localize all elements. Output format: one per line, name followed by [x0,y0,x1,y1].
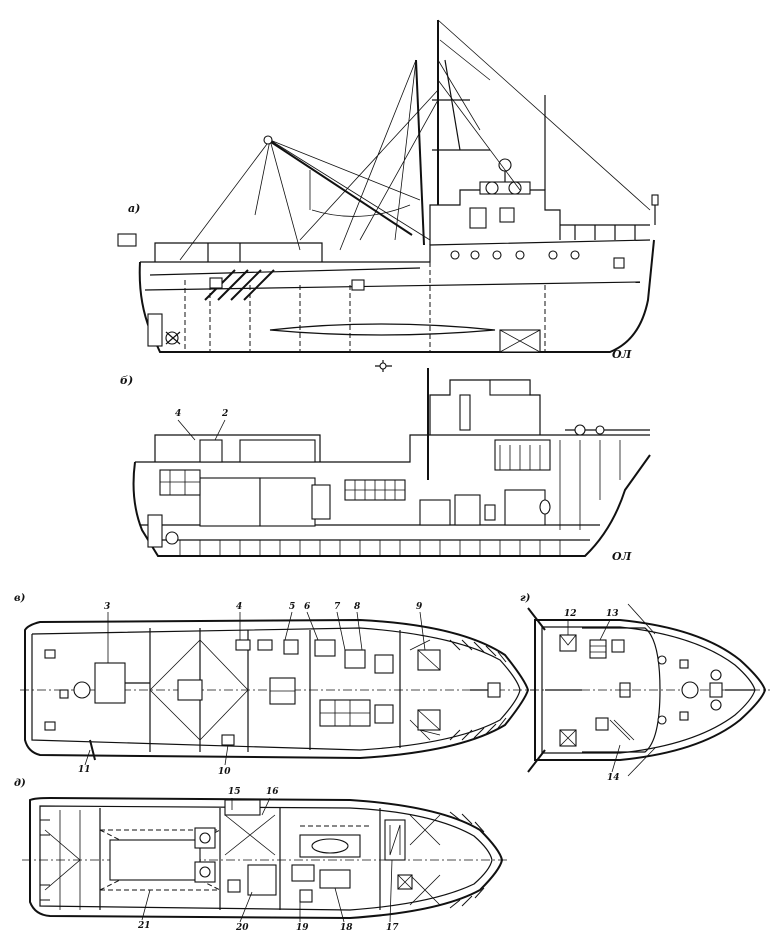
callout-17: 17 [386,923,399,932]
portholes [450,250,580,260]
callout-4: 4 [236,602,242,612]
callout-13: 13 [606,609,619,619]
callout-8: 8 [354,602,361,612]
callout-16: 16 [266,787,279,797]
side-elevation-view: a) [117,19,659,372]
callout-18: 18 [340,923,353,932]
callout-21: 21 [137,921,151,931]
view-label-a: a) [128,202,140,215]
callout-1: 4 [175,409,181,419]
view-label-d: д) [14,778,26,789]
callout-6: 6 [304,602,311,612]
callout-9: 9 [416,602,423,612]
upper-deck-plan-view: в) [14,593,535,777]
callout-2: 2 [221,409,228,419]
hold-plan-view: д) 15 16 1 [14,778,510,932]
longitudinal-section-view: б) [120,368,651,563]
callouts-deck-plan: 3 4 5 6 7 8 9 10 11 [78,602,426,777]
callout-7: 7 [334,602,341,612]
callout-12: 12 [564,609,577,619]
callout-11: 11 [78,765,91,775]
baseline-label-b: ОЛ [612,550,633,563]
callout-3: 3 [104,602,110,612]
view-label-g: г) [520,593,531,604]
callout-10: 10 [218,767,231,777]
callout-15: 15 [228,787,241,797]
view-label-b: б) [120,374,133,387]
forecastle-plan-view: г) 12 13 14 [520,593,770,783]
baseline-label-a: ОЛ [612,348,633,361]
callouts-forecastle: 12 13 14 [564,609,621,783]
callout-5: 5 [289,602,295,612]
view-label-v: в) [14,593,26,604]
callout-20: 20 [235,923,249,932]
callout-14: 14 [607,773,620,783]
callout-19: 19 [296,923,309,932]
callouts-hold-plan: 15 16 17 18 19 20 21 [137,787,399,932]
